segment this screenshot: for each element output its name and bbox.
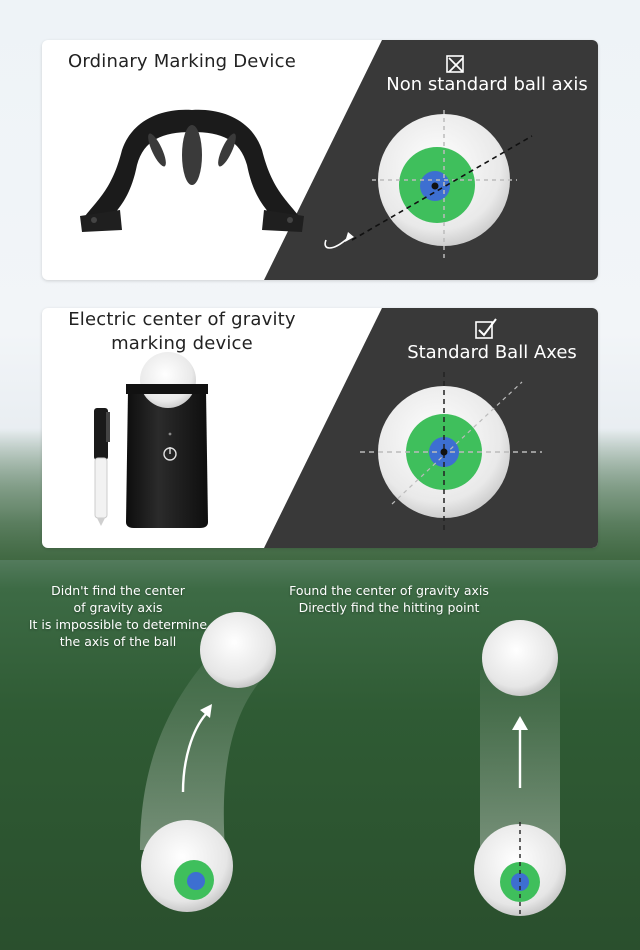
non-standard-axis-label: Non standard ball axis <box>386 74 588 95</box>
left-caption-line2: of gravity axis <box>73 600 163 615</box>
right-caption: Found the center of gravity axis Directl… <box>276 582 502 616</box>
check-box-icon <box>475 318 497 339</box>
straight-ball-bottom <box>474 822 566 918</box>
electric-device-title: Electric center of gravity marking devic… <box>58 308 306 356</box>
left-caption: Didn't find the center of gravity axis I… <box>18 582 218 650</box>
ordinary-device-card: Ordinary Marking Device Non standard bal… <box>42 40 598 280</box>
standard-ball <box>360 372 542 532</box>
ordinary-device-title: Ordinary Marking Device <box>68 51 296 72</box>
left-caption-line3: It is impossible to determine <box>28 617 208 632</box>
standard-axis-label: Standard Ball Axes <box>407 342 577 363</box>
electric-device-title-line1: Electric center of gravity <box>68 309 296 330</box>
curved-arrow-icon <box>181 704 212 793</box>
marker-pen-image <box>94 408 110 526</box>
curved-trail <box>140 650 270 850</box>
right-caption-line1: Found the center of gravity axis <box>289 583 489 598</box>
ordinary-device-illustration <box>80 40 598 280</box>
curved-ball-bottom <box>141 820 233 912</box>
straight-arrow-icon <box>512 716 528 788</box>
ordinary-marking-device-image <box>80 109 304 232</box>
straight-ball-top <box>482 620 558 696</box>
right-caption-line2: Directly find the hitting point <box>298 600 480 615</box>
non-standard-ball <box>324 110 533 258</box>
curved-ball-top <box>200 612 276 688</box>
electric-marking-device-image <box>126 352 208 528</box>
electric-device-illustration <box>94 308 598 548</box>
left-caption-line1: Didn't find the center <box>51 583 185 598</box>
electric-device-title-line2: marking device <box>111 333 253 354</box>
ball-trajectory-scene <box>140 612 566 918</box>
x-box-icon <box>446 55 464 73</box>
left-caption-line4: the axis of the ball <box>59 634 177 649</box>
electric-device-card: Electric center of gravity marking devic… <box>42 308 598 548</box>
